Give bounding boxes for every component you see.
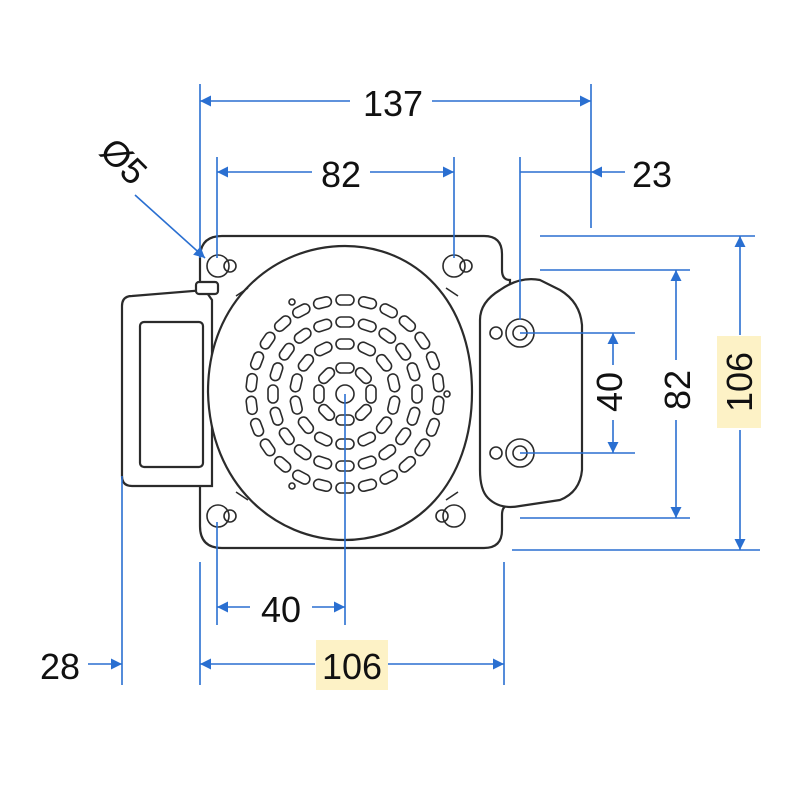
grille-slot: [293, 444, 312, 461]
grille-slot: [411, 384, 423, 404]
grille-slot: [289, 395, 303, 415]
grille-slot: [267, 384, 279, 404]
grille-slot: [273, 315, 292, 333]
keyhole-bottom-right: [435, 504, 466, 528]
grille-slot: [245, 372, 258, 393]
label-side-offset: 23: [632, 154, 672, 195]
extension-lines: [121, 84, 760, 685]
grille-slot: [375, 353, 393, 372]
grille-slot: [375, 416, 393, 435]
grille-slot: [354, 403, 373, 422]
grille-slot: [406, 362, 421, 382]
grille-slot: [335, 316, 355, 328]
grille-slot: [313, 431, 333, 447]
grille-slot: [398, 455, 417, 473]
label-overall-width: 137: [363, 83, 423, 124]
right-lobe: [478, 278, 584, 509]
dimension-lines: [88, 95, 746, 670]
grille-slot: [406, 406, 421, 426]
grille-slot: [297, 353, 315, 372]
label-base-width: 106: [322, 646, 382, 687]
left-clip: [194, 280, 220, 296]
keyhole-top-left: [206, 254, 237, 278]
grille-slot: [357, 341, 377, 357]
label-left-offset: 28: [40, 646, 80, 687]
grille-slot: [273, 455, 292, 473]
grille-slot: [432, 395, 445, 416]
grille-slot: [249, 351, 265, 371]
grille-slot: [317, 366, 336, 385]
grille-slot: [313, 341, 333, 357]
grille-slot: [357, 318, 377, 333]
grille-slot: [312, 295, 333, 310]
left-window: [138, 320, 205, 469]
grille-slot: [354, 366, 373, 385]
grille-slot: [249, 417, 265, 437]
grille-slot: [378, 444, 397, 461]
highlight-base-width: [316, 640, 388, 690]
grille-slot: [291, 303, 311, 319]
highlight-overall-height: [717, 336, 761, 428]
vent-grille: [245, 294, 445, 494]
grille-slot: [278, 342, 295, 361]
grille-slot: [357, 295, 378, 310]
grille-slot: [293, 327, 312, 344]
grille-slot: [425, 417, 441, 437]
grille-slot: [313, 455, 333, 470]
label-mount-height: 82: [657, 370, 698, 410]
grille-slot: [395, 427, 412, 446]
grille-slot: [379, 469, 399, 485]
grille-slot: [313, 318, 333, 333]
grille-slot: [357, 455, 377, 470]
grille-slot: [269, 406, 284, 426]
grille-slot: [259, 438, 276, 457]
grille-slot: [365, 384, 377, 404]
grille-slot: [335, 362, 355, 374]
grille-slot: [335, 338, 355, 350]
grille-slot: [312, 478, 333, 493]
grille-slot: [387, 373, 401, 393]
grille-slot: [414, 331, 431, 350]
grille-slot: [317, 403, 336, 422]
grille-slot: [289, 373, 303, 393]
label-overall-height: 106: [719, 352, 760, 412]
grille-slot: [335, 294, 355, 306]
grille-slot: [245, 395, 258, 416]
grille-slot: [278, 427, 295, 446]
grille-slot: [269, 362, 284, 382]
grille-slot: [357, 478, 378, 493]
grille-slot: [395, 342, 412, 361]
grille-slot: [297, 416, 315, 435]
device-outline: [120, 234, 584, 550]
grille-slot: [425, 351, 441, 371]
grille-slot: [313, 384, 325, 404]
grille-slot: [414, 438, 431, 457]
label-bottom-spacing: 40: [261, 589, 301, 630]
label-hole-diameter: Ø5: [92, 130, 155, 193]
label-hole-spacing-vertical: 40: [589, 372, 630, 412]
round-cover: [206, 244, 474, 542]
grille-slot: [259, 331, 276, 350]
grille-slot: [378, 327, 397, 344]
grille-slot: [291, 469, 311, 485]
keyhole-bottom-left: [206, 504, 237, 528]
label-mount-width-top: 82: [321, 154, 361, 195]
grille-slot: [387, 395, 401, 415]
grille-slot: [398, 315, 417, 333]
grille-slot: [379, 303, 399, 319]
grille-slot: [357, 431, 377, 447]
grille-slot: [432, 372, 445, 393]
